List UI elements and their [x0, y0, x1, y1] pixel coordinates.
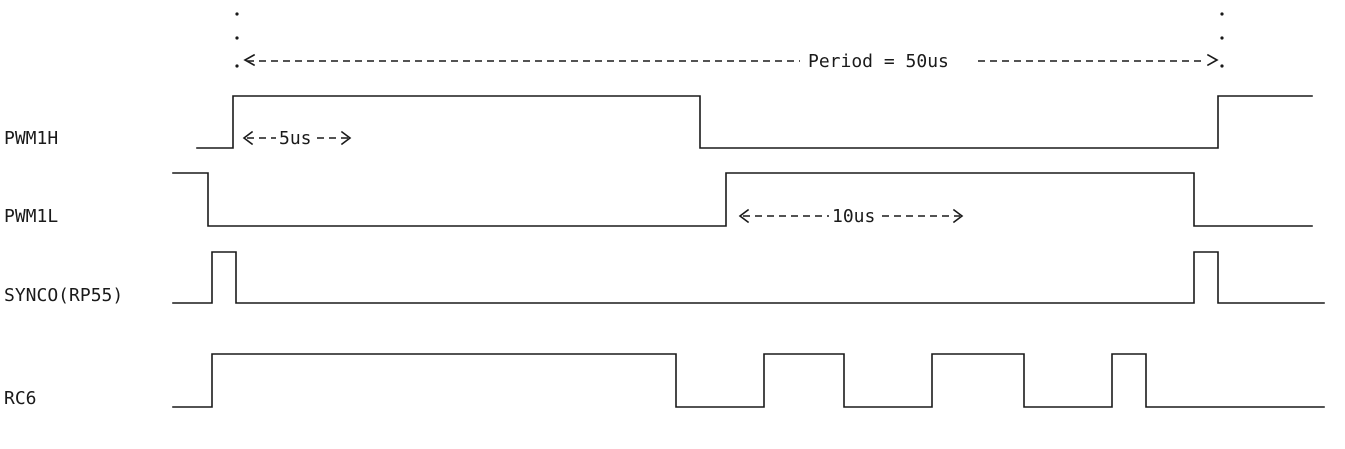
- period-start-marker: [235, 12, 239, 68]
- pulse-5us-annotation: 5us: [242, 128, 352, 149]
- period-annotation: Period = 50us: [243, 46, 1219, 72]
- dead-10us-annotation: 10us: [738, 206, 964, 227]
- signal-label-rc6: RC6: [4, 388, 37, 409]
- period-end-marker: [1220, 12, 1224, 68]
- waveform-pwm1h: [196, 95, 1313, 149]
- period-label: Period = 50us: [808, 51, 949, 72]
- waveform-pwm1l: [172, 172, 1313, 227]
- signal-label-synco: SYNCO(RP55): [4, 285, 123, 306]
- dead-10us-label: 10us: [832, 206, 875, 227]
- signal-label-pwm1l: PWM1L: [4, 206, 58, 227]
- pulse-5us-label: 5us: [279, 128, 312, 149]
- waveform-synco: [172, 251, 1325, 304]
- waveform-rc6: [172, 353, 1325, 408]
- signal-label-pwm1h: PWM1H: [4, 128, 58, 149]
